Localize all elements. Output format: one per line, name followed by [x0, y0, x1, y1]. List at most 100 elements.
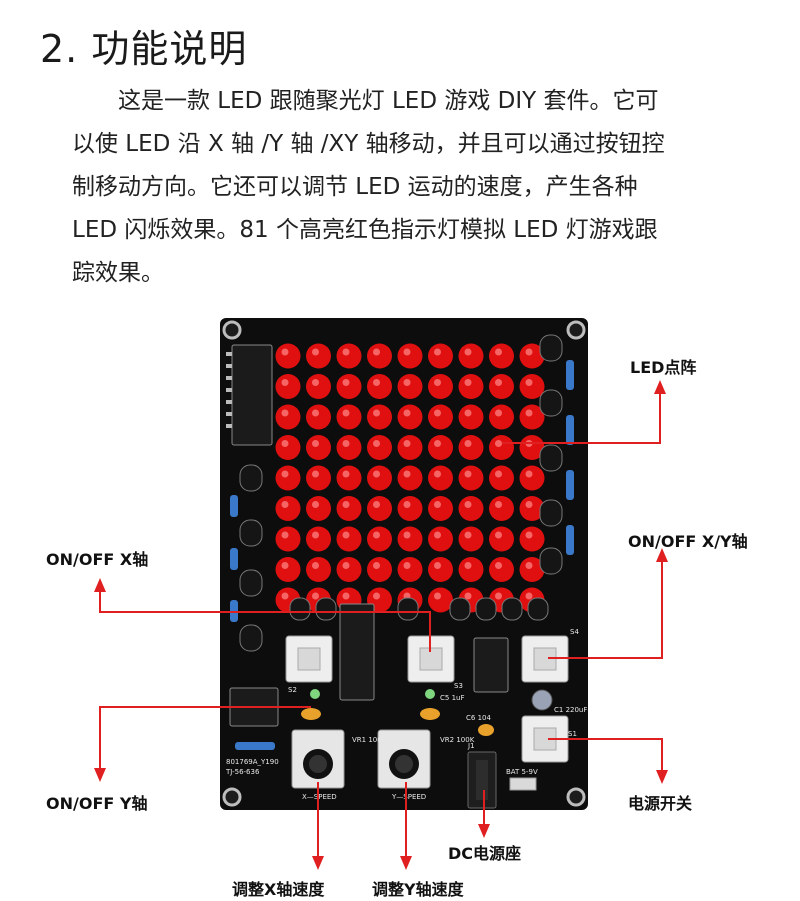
push-button-s3[interactable] [407, 635, 455, 683]
led-highlight [281, 501, 289, 508]
led-dot [397, 557, 423, 582]
led-highlight [281, 409, 289, 417]
push-button-s2[interactable] [285, 635, 333, 683]
led-dot [458, 435, 484, 460]
led-dot [275, 496, 301, 521]
led-dot [458, 496, 484, 521]
led-highlight [342, 531, 350, 539]
led-highlight [495, 409, 502, 417]
ic-chip-center [339, 603, 375, 701]
led-dot [458, 526, 484, 552]
led-highlight [403, 531, 411, 539]
led-dot [489, 557, 514, 582]
led-highlight [403, 470, 411, 478]
silk-vr1: VR1 100K [352, 736, 387, 744]
led-highlight [403, 562, 411, 569]
led-dot [336, 557, 362, 582]
led-dot [458, 374, 484, 399]
led-dot [336, 343, 362, 369]
led-matrix [275, 343, 545, 613]
led-dot [397, 374, 423, 399]
led-dot [306, 343, 331, 369]
ic-pins [226, 352, 232, 428]
ic-chip-right [473, 637, 509, 693]
silk-s2: S2 [288, 686, 297, 694]
led-highlight [434, 592, 441, 600]
led-dot [306, 404, 331, 430]
led-dot [519, 343, 545, 369]
led-highlight [312, 592, 319, 600]
led-highlight [373, 379, 380, 386]
led-highlight [373, 592, 380, 600]
silk-c5: C5 1uF [440, 694, 464, 702]
power-switch-s1[interactable] [521, 715, 569, 763]
description-line: 以使 LED 沿 X 轴 /Y 轴 /XY 轴移动，并且可以通过按钮控 [72, 131, 665, 157]
section-number: 2. [40, 27, 79, 71]
led-dot [428, 526, 453, 552]
led-highlight [373, 501, 380, 508]
label-adjust-y-speed: 调整Y轴速度 [372, 880, 464, 899]
led-highlight [312, 562, 319, 569]
label-on-off-y: ON/OFF Y轴 [46, 794, 148, 813]
led-highlight [525, 531, 533, 539]
led-highlight [464, 379, 472, 386]
led-highlight [495, 379, 502, 386]
led-dot [489, 435, 514, 460]
led-dot [367, 343, 392, 369]
battery-connector [509, 777, 537, 791]
led-highlight [342, 562, 350, 569]
led-dot [275, 343, 301, 369]
led-dot [306, 374, 331, 399]
led-highlight [495, 501, 502, 508]
led-dot [458, 404, 484, 430]
led-highlight [434, 348, 441, 356]
dc-power-jack[interactable] [467, 751, 497, 809]
led-dot [275, 435, 301, 460]
label-on-off-x: ON/OFF X轴 [46, 550, 149, 569]
left-transistors [239, 464, 263, 652]
potentiometer-vr1[interactable] [291, 729, 345, 789]
led-highlight [312, 501, 319, 508]
potentiometer-vr2[interactable] [377, 729, 431, 789]
led-highlight [281, 440, 289, 447]
led-highlight [373, 440, 380, 447]
led-highlight [373, 409, 380, 417]
led-dot [458, 343, 484, 369]
description-line: 踪效果。 [72, 260, 164, 286]
led-dot [489, 374, 514, 399]
led-dot [306, 496, 331, 521]
led-highlight [403, 348, 411, 356]
led-dot [428, 587, 453, 613]
led-highlight [525, 562, 533, 569]
led-dot [519, 465, 545, 491]
led-highlight [312, 409, 319, 417]
led-highlight [495, 348, 502, 356]
led-highlight [525, 379, 533, 386]
led-highlight [342, 440, 350, 447]
led-highlight [525, 409, 533, 417]
silk-s4: S4 [570, 628, 579, 636]
led-dot [275, 465, 301, 491]
led-dot [275, 374, 301, 399]
led-dot [428, 465, 453, 491]
transistor-row [289, 597, 549, 621]
led-dot [306, 435, 331, 460]
description-line: LED 闪烁效果。81 个高亮红色指示灯模拟 LED 灯游戏跟 [72, 217, 658, 243]
led-dot [489, 496, 514, 521]
led-dot [489, 404, 514, 430]
led-dot [367, 557, 392, 582]
led-dot [428, 374, 453, 399]
silk-c6: C6 104 [466, 714, 491, 722]
led-dot [489, 343, 514, 369]
led-dot [367, 496, 392, 521]
led-dot [306, 465, 331, 491]
led-highlight [342, 470, 350, 478]
led-highlight [342, 501, 350, 508]
label-dc-jack: DC电源座 [448, 844, 522, 863]
led-dot [519, 374, 545, 399]
resistors [230, 360, 574, 750]
led-dot [397, 435, 423, 460]
led-dot [458, 557, 484, 582]
led-dot [336, 465, 362, 491]
led-highlight [312, 470, 319, 478]
